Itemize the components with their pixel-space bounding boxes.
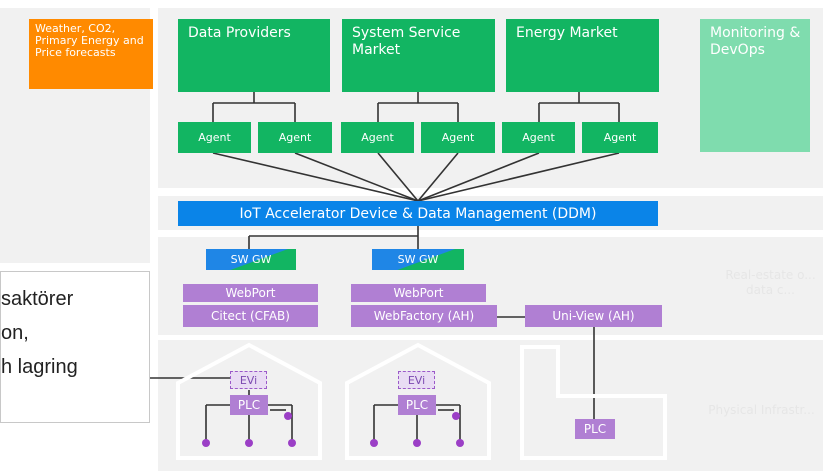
webfactory-box: WebFactory (AH) [351,305,497,327]
sw-gateway-label: SW GW [230,253,272,266]
callout-line: on, [1,322,29,344]
data-providers-label: Data Providers [188,25,291,41]
agent-box: Agent [502,122,575,153]
agent-label: Agent [198,131,231,144]
plc-label: PLC [405,398,429,412]
forecasts-label: Weather, CO2, Primary Energy and Price f… [35,22,144,59]
energy-market-label: Energy Market [516,25,618,41]
monitoring-devops-label: Monitoring & DevOps [710,25,801,58]
monitoring-devops-box: Monitoring & DevOps [700,19,810,152]
ddm-label: IoT Accelerator Device & Data Management… [239,205,597,222]
agent-box: Agent [341,122,414,153]
ddm-bar: IoT Accelerator Device & Data Management… [178,201,658,226]
evi-middle: EVi [398,371,435,389]
agent-box: Agent [258,122,332,153]
evi-label: EVi [407,373,426,387]
plc-left: PLC [230,395,268,415]
forecasts-box: Weather, CO2, Primary Energy and Price f… [29,19,153,89]
system-service-market-box: System Service Market [342,19,495,92]
real-estate-layer-label: Real-estate o... data c... [725,268,816,297]
sw-gateway-middle: SW GW [372,249,464,270]
agent-box: Agent [178,122,251,153]
agent-label: Agent [603,131,637,144]
plc-right: PLC [575,419,615,439]
uni-view-box: Uni-View (AH) [525,305,662,327]
energy-market-box: Energy Market [506,19,659,92]
agent-label: Agent [441,131,475,144]
agent-box: Agent [582,122,658,153]
plc-label: PLC [583,422,607,436]
webport-left: WebPort [183,284,318,302]
plc-middle: PLC [398,395,436,415]
callout-line: saktörer [1,288,74,310]
citect-box: Citect (CFAB) [183,305,318,327]
evi-label: EVi [239,373,258,387]
callout-box: saktörer on, h lagring [0,271,150,423]
webport-label: WebPort [393,286,444,300]
citect-label: Citect (CFAB) [211,309,290,323]
webport-middle: WebPort [351,284,486,302]
webport-label: WebPort [225,286,276,300]
evi-left: EVi [230,371,267,389]
agent-label: Agent [278,131,312,144]
data-providers-box: Data Providers [178,19,330,92]
agent-label: Agent [522,131,555,144]
agent-box: Agent [421,122,495,153]
sw-gateway-left: SW GW [206,249,296,270]
callout-line: h lagring [1,356,78,378]
plc-label: PLC [237,398,261,412]
uni-view-label: Uni-View (AH) [552,309,635,323]
webfactory-label: WebFactory (AH) [373,309,475,323]
agent-label: Agent [361,131,394,144]
sw-gateway-label: SW GW [397,253,439,266]
system-service-market-label: System Service Market [352,25,461,58]
physical-layer-label: Physical Infrastr... [708,403,815,417]
